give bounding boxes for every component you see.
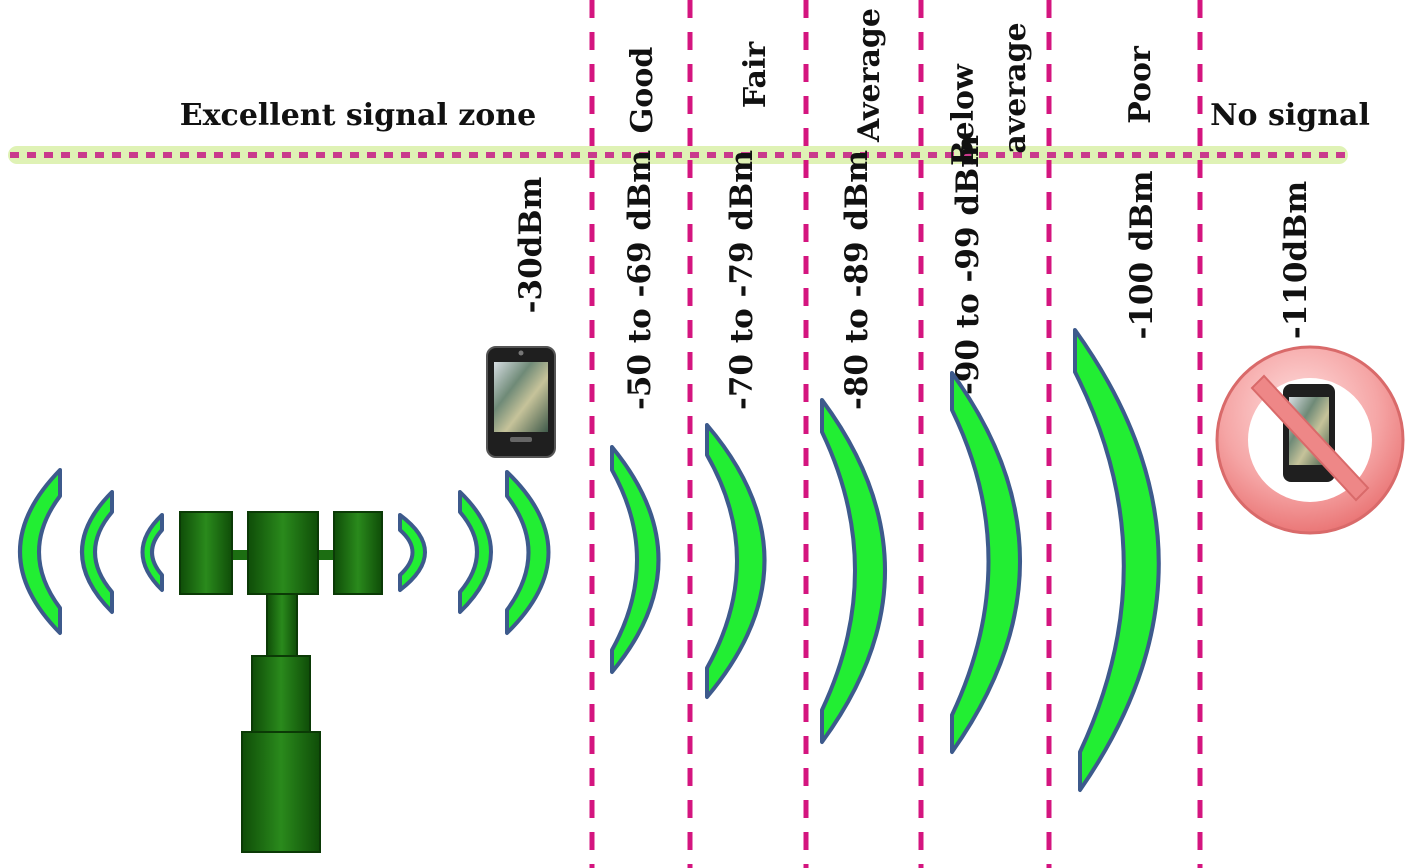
wave-good <box>610 445 661 674</box>
zone-label-excellent: Excellent signal zone <box>180 98 536 133</box>
wave-below <box>950 371 1022 754</box>
zone-dividers <box>589 0 1203 868</box>
level-label-below: -90 to -99 dBm <box>950 135 986 395</box>
zone-label-fair: Fair <box>738 41 773 108</box>
wave-right-1 <box>398 513 427 592</box>
wave-average <box>820 398 887 744</box>
wave-left-1 <box>140 513 164 592</box>
zone-label-below-line2: average <box>998 22 1033 153</box>
smartphone-icon <box>486 346 556 458</box>
zone-label-average: Average <box>852 8 887 143</box>
no-phone-icon <box>1215 345 1405 535</box>
wave-right-2 <box>458 490 493 614</box>
zone-label-good: Good <box>625 47 660 134</box>
wave-left-2 <box>80 490 114 614</box>
wave-poor <box>1073 328 1161 792</box>
wave-right-3 <box>505 470 551 635</box>
level-label-good: -50 to -69 dBm <box>622 150 658 410</box>
signal-waves <box>18 328 1161 792</box>
level-label-fair: -70 to -79 dBm <box>724 150 760 410</box>
level-label-average: -80 to -89 dBm <box>839 150 875 410</box>
zone-label-below-line1: Below <box>946 63 981 166</box>
wave-left-3 <box>18 468 62 635</box>
wave-fair <box>705 423 767 699</box>
level-label-poor: -100 dBm <box>1124 170 1160 339</box>
zone-label-no-signal: No signal <box>1210 98 1370 133</box>
zone-label-poor: Poor <box>1123 45 1158 124</box>
level-label-excellent: -30dBm <box>513 176 549 313</box>
level-label-no-signal: -110dBm <box>1278 181 1314 339</box>
cell-tower-icon <box>179 511 383 853</box>
